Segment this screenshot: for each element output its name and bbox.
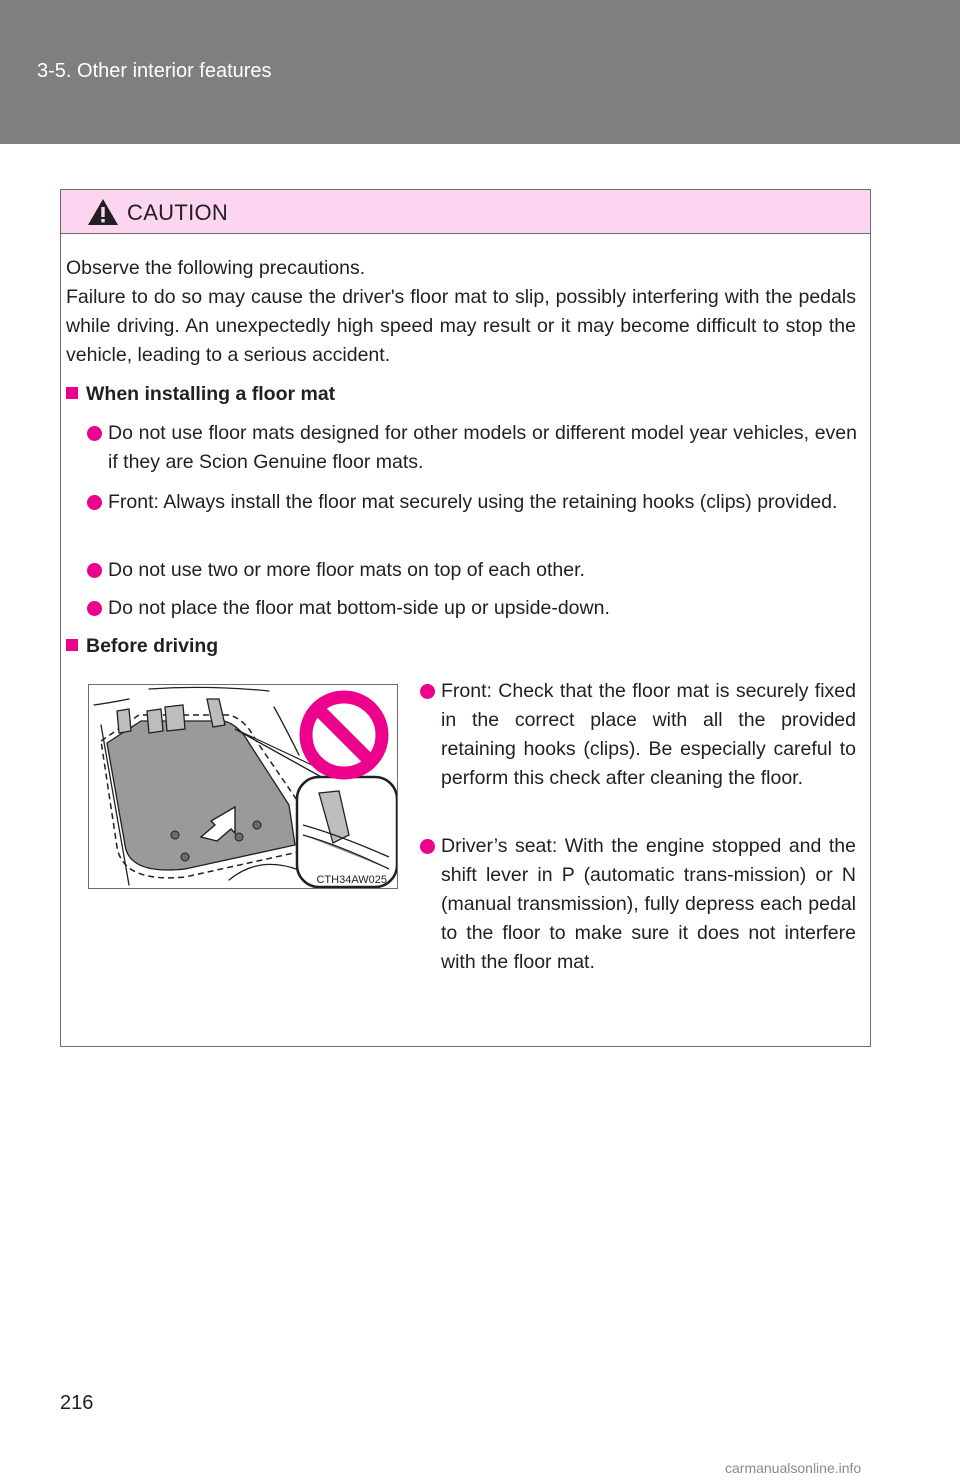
floor-mat-illustration: CTH34AW025 (88, 684, 398, 889)
section-title: 3-5. Other interior features (37, 60, 272, 82)
floor-mat-drawing (93, 686, 397, 888)
bullet-item: Front: Check that the floor mat is secur… (420, 677, 856, 827)
heading-before-driving: Before driving (66, 632, 218, 661)
caution-box: CAUTION (60, 189, 871, 1047)
caution-header: CAUTION (61, 190, 870, 234)
page-header: 3-5. Other interior features (0, 0, 960, 144)
bullet-dot-icon (87, 601, 102, 616)
bullet-dot-icon (420, 839, 435, 854)
intro-paragraph: Failure to do so may cause the driver's … (66, 286, 856, 366)
figure-code: CTH34AW025 (316, 874, 387, 886)
bullet-item: Do not place the floor mat bottom-side u… (87, 594, 857, 623)
bullet-item: Do not use two or more floor mats on top… (87, 556, 857, 585)
bullet-text: Do not place the floor mat bottom-side u… (108, 597, 610, 619)
bullet-item: Driver’s seat: With the engine stopped a… (420, 832, 856, 1012)
watermark: carmanualsonline.info (725, 1460, 862, 1476)
bullet-text: Do not use two or more floor mats on top… (108, 559, 585, 581)
bullet-dot-icon (420, 684, 435, 699)
caution-title: CAUTION (127, 200, 229, 225)
bullet-text: Front: Always install the floor mat secu… (108, 491, 838, 513)
square-bullet-icon (66, 387, 78, 399)
square-bullet-icon (66, 639, 78, 651)
bullet-text: Do not use floor mats designed for other… (108, 422, 857, 473)
intro-line: Observe the following precautions. (66, 257, 366, 279)
bullet-text: Driver’s seat: With the engine stopped a… (441, 835, 856, 973)
bullet-item: Front: Always install the floor mat secu… (87, 488, 857, 546)
page-number: 216 (60, 1392, 94, 1414)
bullet-dot-icon (87, 495, 102, 510)
bullet-dot-icon (87, 563, 102, 578)
bullet-dot-icon (87, 426, 102, 441)
warning-triangle-icon (88, 199, 118, 225)
bullet-text: Front: Check that the floor mat is secur… (441, 680, 856, 789)
heading-installing: When installing a floor mat (66, 380, 335, 409)
bullet-item: Do not use floor mats designed for other… (87, 419, 857, 477)
